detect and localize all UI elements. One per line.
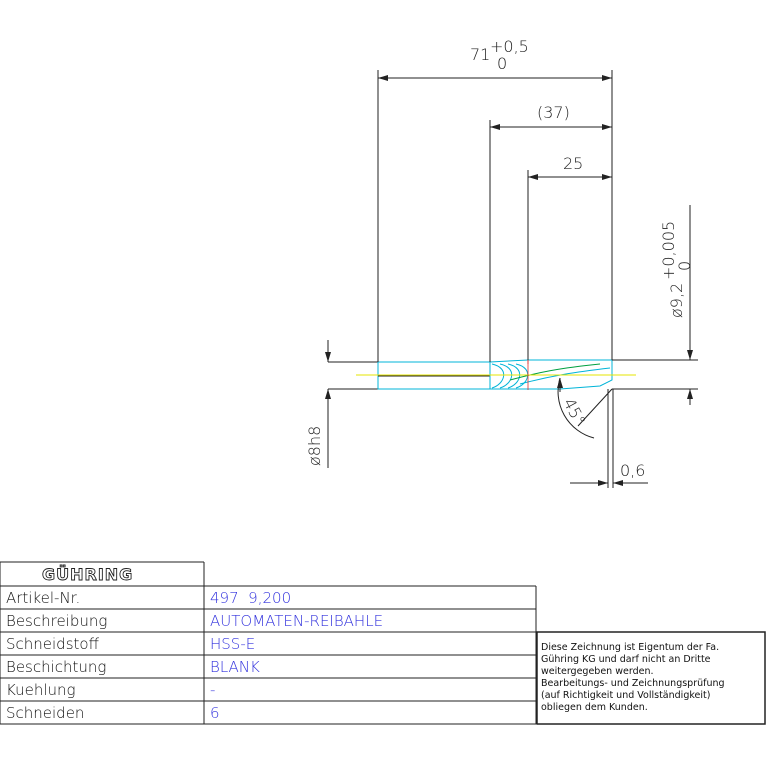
guehring-logo: GÜHRING [42,565,133,584]
title-block: GÜHRING Artikel-Nr. 497 9,200 Beschreibu… [0,561,537,725]
dimension-cutting-diameter: ø9,2 +0,005 0 [612,205,698,405]
overall-length-tol-upper: +0,5 [490,37,529,56]
row-label-beschreibung: Beschreibung [6,612,107,630]
dimension-chamfer-length: 0,6 [570,389,648,488]
note-line: Gühring KG und darf nicht an Dritte [541,654,711,665]
chamfer-length-value: 0,6 [620,461,645,480]
ref-length-value: (37) [537,103,570,122]
shank-diameter-value: ø8h8 [305,426,324,466]
row-label-schneiden: Schneiden [6,704,84,722]
note-line: obliegen dem Kunden. [541,702,648,713]
dimension-flute-length: 25 [527,154,612,360]
overall-length-tol-lower: 0 [497,54,507,73]
row-label-artikel: Artikel-Nr. [6,589,80,607]
cutting-diameter-tol-upper: +0,005 [659,221,678,280]
note-line: (auf Richtigkeit und Vollständigkeit) [541,690,710,701]
row-value-artikel: 497 9,200 [210,589,291,607]
dimension-overall-length: 71 +0,5 0 [377,37,613,362]
row-value-schneiden: 6 [210,704,220,722]
flute-length-value: 25 [563,154,583,173]
note-line: weitergegeben werden. [541,666,654,677]
row-value-beschreibung: AUTOMATEN-REIBAHLE [210,612,383,630]
dimension-shank-diameter: ø8h8 [305,340,331,468]
ownership-note: Diese Zeichnung ist Eigentum der Fa. Güh… [536,631,766,725]
dimension-ref-length: (37) [489,103,612,362]
note-line: Bearbeitungs- und Zeichnungsprüfung [541,678,725,689]
note-line: Diese Zeichnung ist Eigentum der Fa. [541,642,719,653]
cutting-diameter-value: ø9,2 [667,283,686,318]
row-value-kuehlung: - [210,681,215,699]
tool-geometry [328,359,636,390]
row-value-schneidstoff: HSS-E [210,635,255,653]
row-label-schneidstoff: Schneidstoff [6,635,100,653]
row-label-beschichtung: Beschichtung [6,658,106,676]
overall-length-value: 71 [470,45,490,64]
cutting-diameter-tol-lower: 0 [675,261,694,271]
chamfer-angle-value: 45° [559,395,589,429]
row-value-beschichtung: BLANK [210,658,260,676]
row-label-kuehlung: Kuehlung [6,681,76,699]
